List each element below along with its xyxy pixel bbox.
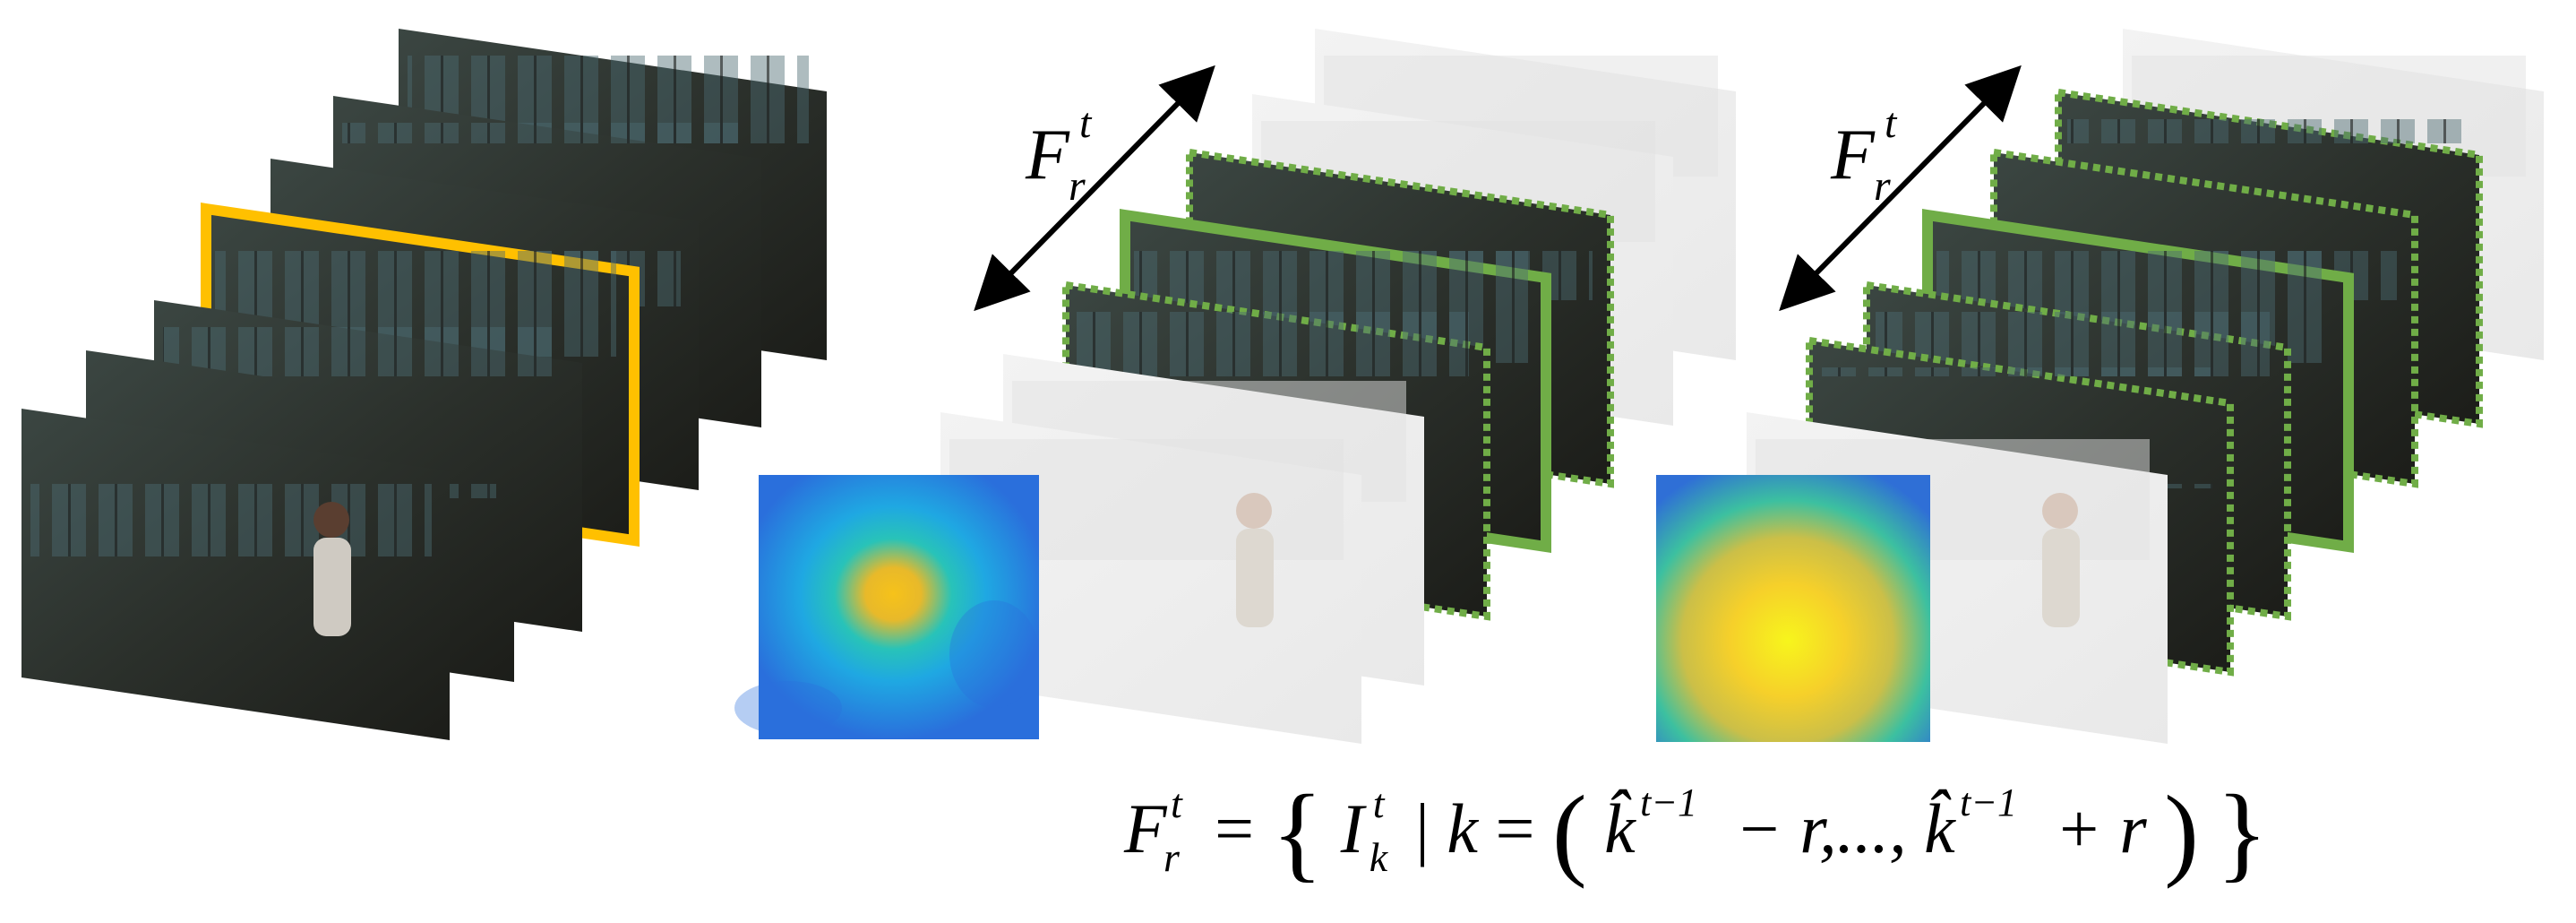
formula-equals-2: = bbox=[1495, 789, 1535, 867]
formula-close-paren: ) bbox=[2164, 775, 2199, 890]
formula-set-sub: k bbox=[1369, 834, 1388, 880]
formula-k: k bbox=[1447, 789, 1478, 867]
person-figure bbox=[2042, 529, 2080, 627]
frame-window-texture bbox=[30, 436, 432, 556]
person-figure bbox=[313, 538, 351, 636]
formula-open-paren: ( bbox=[1552, 775, 1587, 890]
window-label-left-sub: r bbox=[1069, 162, 1086, 210]
person-figure bbox=[1236, 529, 1274, 627]
broad-heatmap bbox=[1656, 475, 1930, 742]
window-label-right-sub: r bbox=[1874, 162, 1891, 210]
formula-khat-2-sup: t−1 bbox=[1960, 781, 2018, 824]
formula-lhs-sub: r bbox=[1163, 834, 1180, 880]
window-label-right-sup: t bbox=[1885, 99, 1897, 147]
window-label-left-base: F bbox=[1026, 116, 1069, 194]
formula-khat-1: k̂t−1 bbox=[1604, 781, 1697, 869]
formula-lhs-sup: t bbox=[1171, 781, 1182, 826]
formula-open-brace: { bbox=[1271, 772, 1324, 892]
formula-close-brace: } bbox=[2216, 772, 2268, 892]
person-head bbox=[1236, 493, 1272, 529]
person-head bbox=[2042, 493, 2078, 529]
formula-khat-2-base: k̂ bbox=[1924, 789, 1955, 867]
window-size-arrow-left bbox=[974, 65, 1215, 312]
formula-minus-r: − r,..., bbox=[1735, 789, 1907, 867]
formula-bar: | bbox=[1415, 789, 1430, 867]
window-size-arrow-right bbox=[1779, 65, 2022, 312]
frame-stack-middle bbox=[940, 29, 1736, 744]
focused-heatmap bbox=[734, 475, 1039, 739]
formula-khat-2: k̂t−1 bbox=[1924, 781, 2017, 869]
formula-khat-1-sup: t−1 bbox=[1640, 781, 1698, 824]
window-label-left-sup: t bbox=[1079, 99, 1092, 147]
window-label-right: F t r bbox=[1831, 99, 1896, 210]
formula-lhs-base: F bbox=[1124, 789, 1167, 867]
formula-plus-r: + r bbox=[2055, 789, 2147, 867]
frame-stack-left bbox=[21, 29, 827, 740]
window-label-left: F t r bbox=[1026, 99, 1091, 210]
formula-set-sup: t bbox=[1372, 781, 1385, 826]
formula-khat-1-base: k̂ bbox=[1604, 789, 1636, 867]
formula-equals: = bbox=[1215, 789, 1255, 867]
formula-set-base: I bbox=[1340, 789, 1364, 867]
person-head bbox=[313, 502, 349, 538]
window-label-right-base: F bbox=[1831, 116, 1875, 194]
